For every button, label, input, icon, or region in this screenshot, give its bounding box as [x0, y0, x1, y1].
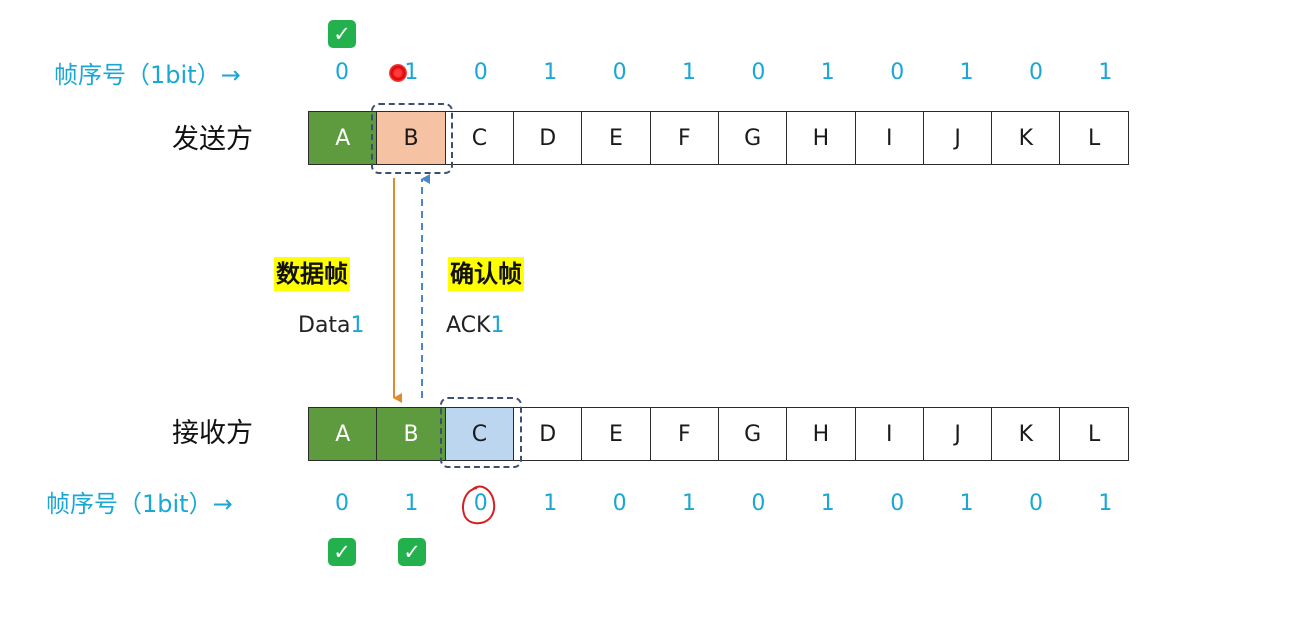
receiver-label: 接收方: [172, 418, 253, 449]
circled-seq-annotation: [462, 485, 496, 525]
ack-frame-text: ACK: [446, 313, 491, 338]
sender-window: [371, 103, 453, 174]
receiver-seq-0: 0: [335, 491, 349, 516]
ack-frame-label: 确认帧: [448, 257, 524, 291]
sender-frame-j: J: [922, 111, 993, 165]
data-frame-name: Data1: [298, 312, 365, 340]
receiver-frame-j: J: [922, 407, 993, 461]
data-frame-label: 数据帧: [274, 257, 350, 291]
ack-frame-name: ACK1: [446, 312, 504, 340]
receiver-seq-8: 0: [890, 491, 905, 516]
receiver-window: [440, 397, 522, 468]
receiver-seq-1: 1: [404, 491, 419, 516]
sender-frame-b: B: [376, 111, 446, 165]
receiver-seq-6: 0: [751, 491, 766, 516]
receiver-frame-f: F: [649, 407, 720, 461]
receiver-frame-b: B: [376, 407, 446, 461]
laser-pointer-icon: [389, 64, 407, 82]
receiver-frame-c: C: [444, 407, 515, 461]
sender-seq-10: 0: [1029, 60, 1043, 85]
receiver-seq-11: 1: [1098, 491, 1113, 516]
receiver-seq-3: 1: [543, 491, 558, 516]
receiver-seq-9: 1: [959, 491, 974, 516]
receiver-seq-2: 0: [473, 491, 488, 516]
sender-seq-7: 1: [820, 60, 835, 85]
sender-seq-1: 1: [404, 60, 419, 85]
receiver-frame-h: H: [786, 407, 856, 461]
receiver-frame-a: A: [308, 407, 378, 461]
receiver-check-icon-a: ✓: [328, 538, 356, 566]
receiver-seq-5: 1: [682, 491, 696, 516]
sender-seq-5: 1: [682, 60, 696, 85]
receiver-frame-k: K: [991, 407, 1061, 461]
receiver-seq-4: 0: [612, 491, 627, 516]
sender-frame-h: H: [786, 111, 856, 165]
sender-frame-a: A: [308, 111, 378, 165]
receiver-check-icon-b: ✓: [398, 538, 426, 566]
receiver-frame-i: I: [854, 407, 924, 461]
sender-seq-2: 0: [473, 60, 488, 85]
sender-seq-8: 0: [890, 60, 905, 85]
sender-frame-k: K: [991, 111, 1061, 165]
sender-seq-0: 0: [335, 60, 349, 85]
sender-seq-label: 帧序号（1bit）→: [54, 61, 241, 89]
sender-frame-l: L: [1059, 111, 1129, 165]
receiver-seq-7: 1: [820, 491, 835, 516]
sender-frame-i: I: [854, 111, 924, 165]
sender-frame-f: F: [649, 111, 720, 165]
sender-seq-6: 0: [751, 60, 766, 85]
sender-seq-9: 1: [959, 60, 974, 85]
receiver-seq-10: 0: [1029, 491, 1043, 516]
receiver-frame-e: E: [581, 407, 651, 461]
sender-check-icon-a: ✓: [328, 20, 356, 48]
ack-frame-seq: 1: [490, 313, 505, 338]
receiver-frame-d: D: [512, 407, 583, 461]
receiver-frame-g: G: [717, 407, 788, 461]
sender-frame-c: C: [444, 111, 515, 165]
sender-seq-4: 0: [612, 60, 627, 85]
sender-seq-11: 1: [1098, 60, 1113, 85]
sender-frame-d: D: [512, 111, 583, 165]
receiver-seq-label: 帧序号（1bit）→: [46, 490, 233, 518]
receiver-frame-l: L: [1059, 407, 1129, 461]
data-frame-seq: 1: [350, 313, 365, 338]
sender-frame-g: G: [717, 111, 788, 165]
sender-seq-3: 1: [543, 60, 558, 85]
sender-frame-e: E: [581, 111, 651, 165]
data-frame-text: Data: [298, 313, 351, 338]
sender-label: 发送方: [172, 124, 253, 155]
